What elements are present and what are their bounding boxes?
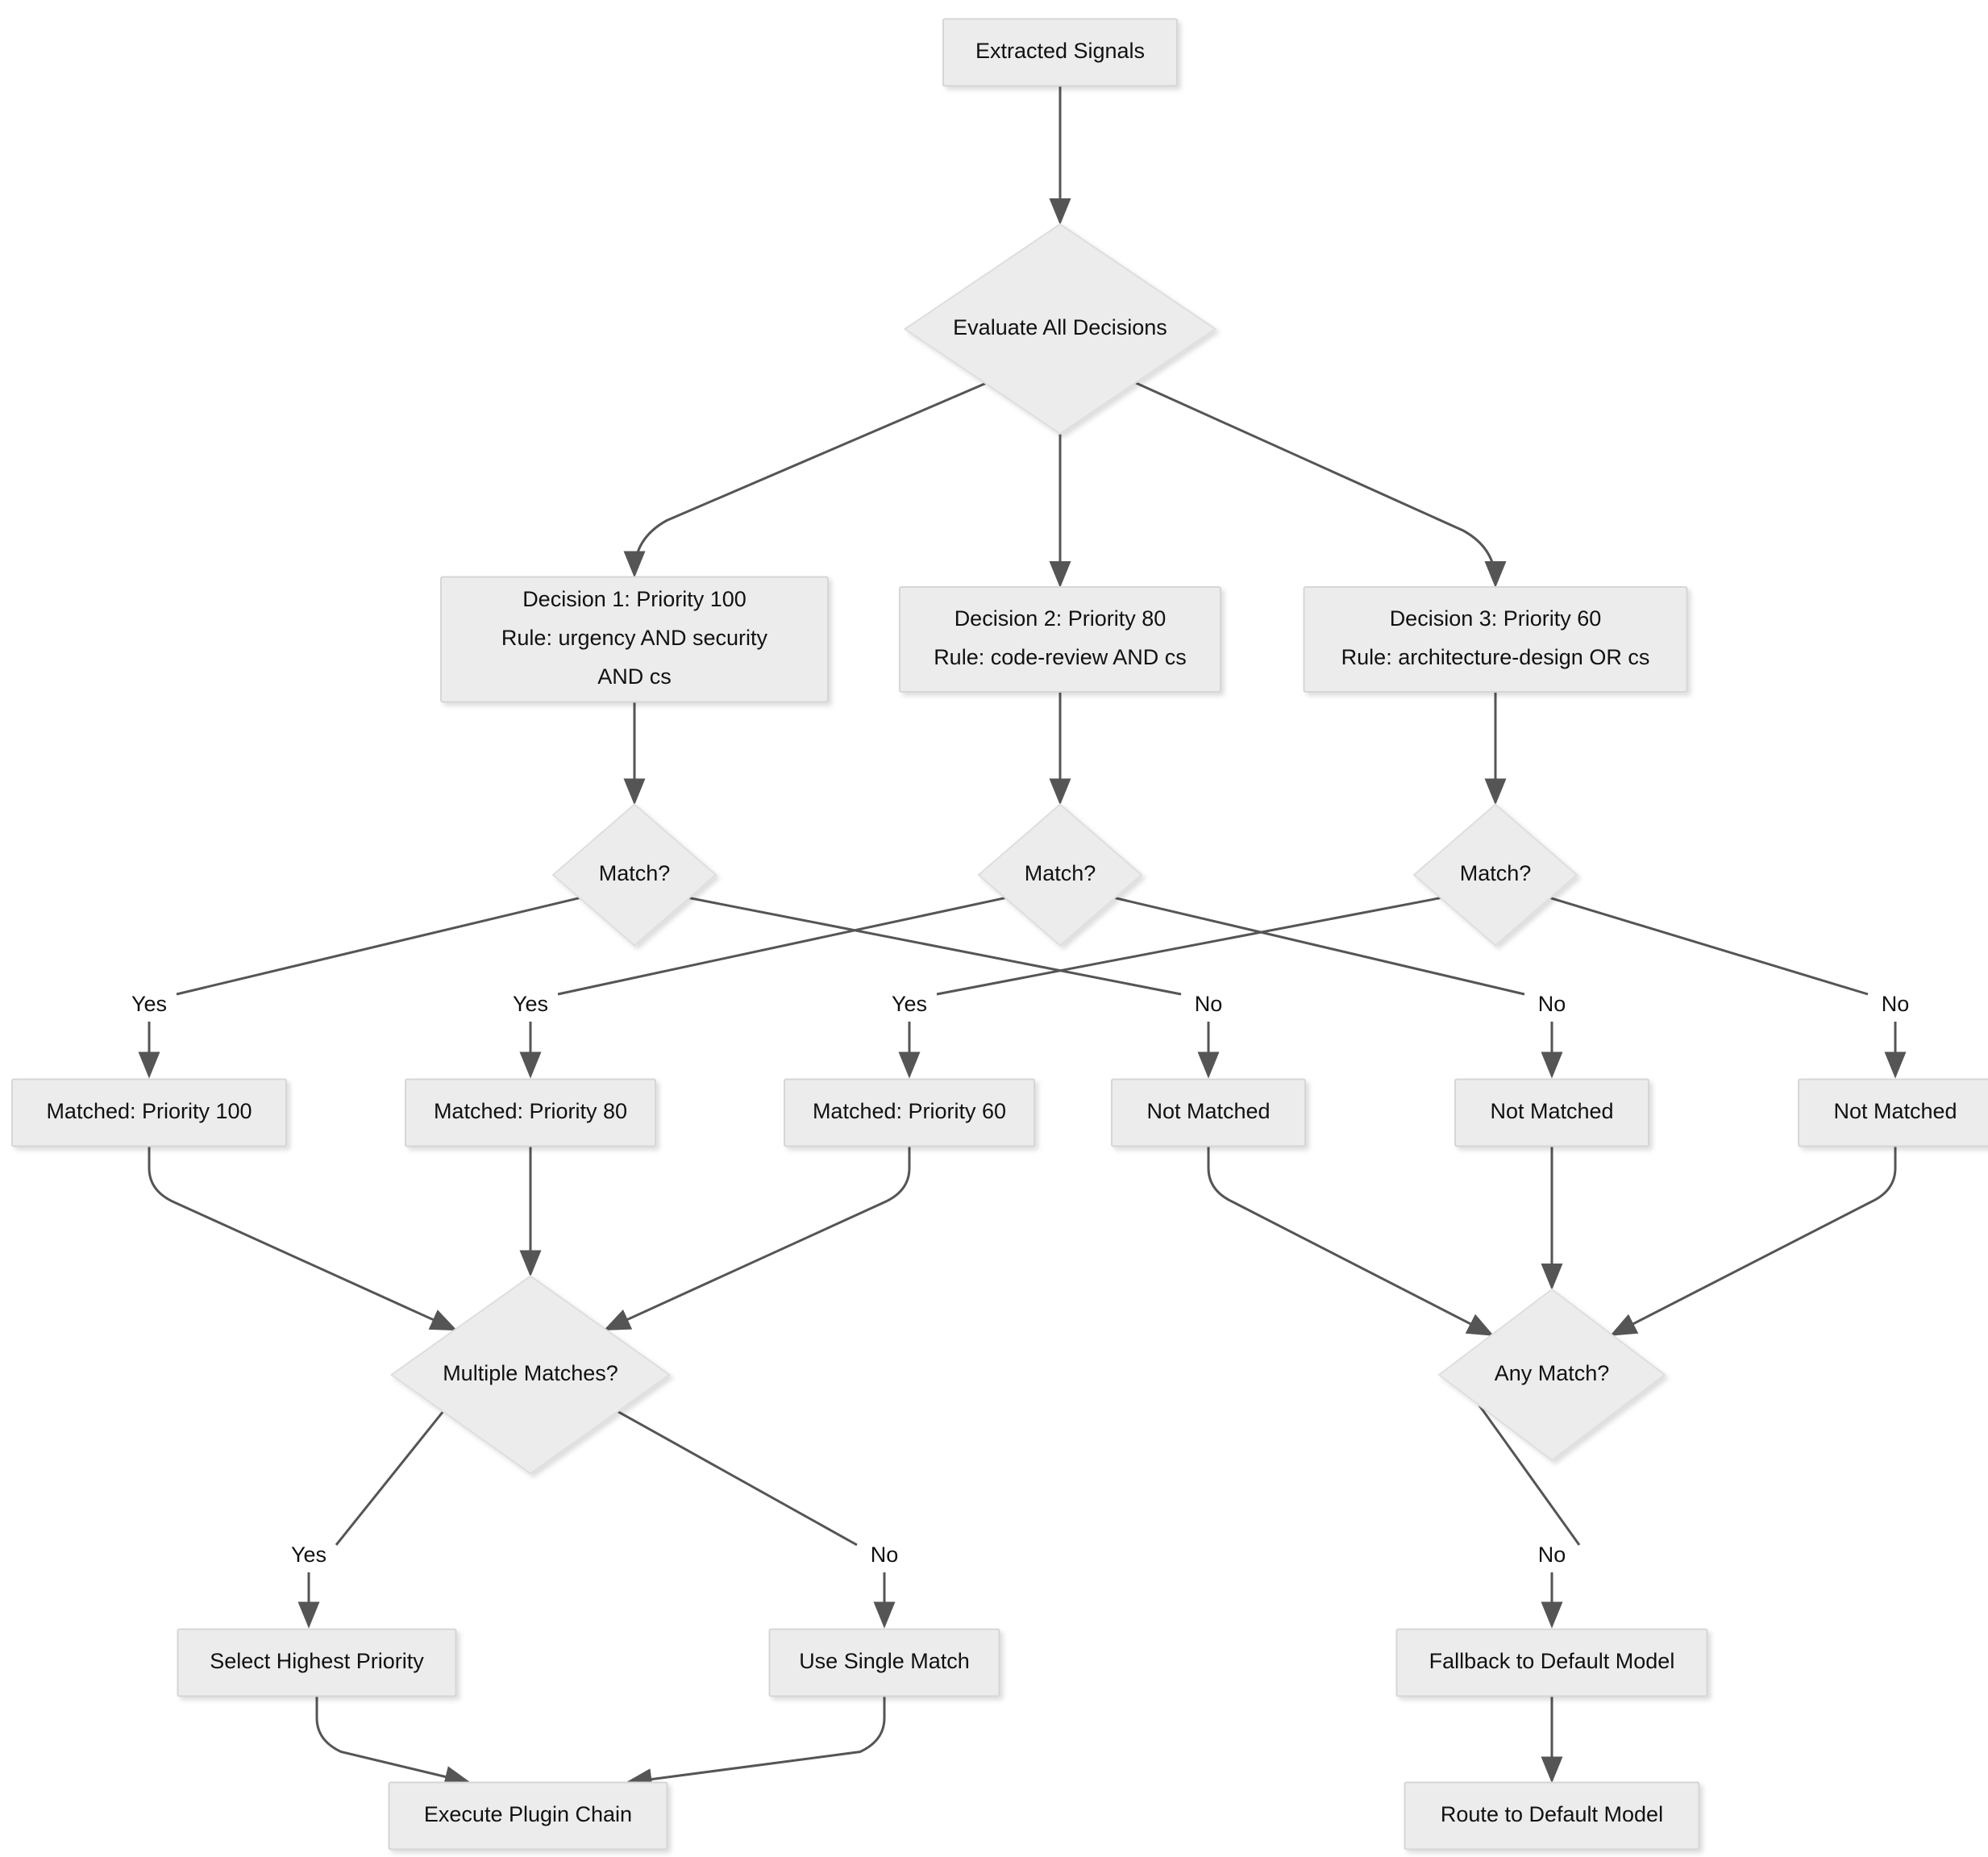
edge-label-lbl-no-5: No [1538,1543,1566,1567]
edge-label-lbl-no-4: No [871,1543,899,1567]
node-not-matched-3[interactable]: Not Matched [1798,1078,1988,1147]
edge-e-match1-no [688,897,1182,996]
node-shape-box [899,586,1221,693]
edge-e-m100-multiple [148,1146,458,1331]
node-decision-3[interactable]: Decision 3: Priority 60 Rule: architectur… [1303,586,1688,693]
node-fallback-default[interactable]: Fallback to Default Model [1395,1628,1708,1697]
edge-e-any-no [1478,1404,1581,1546]
node-shape-box [768,1628,1000,1697]
node-matched-60[interactable]: Matched: Priority 60 [784,1078,1035,1147]
edge-label-lbl-no-1: No [1195,992,1223,1016]
edge-e-match2-no [1114,897,1525,996]
node-label: Match? [599,861,671,885]
edge-e-nm3-any [1609,1146,1897,1336]
node-decision-2[interactable]: Decision 2: Priority 80 Rule: code-review… [899,586,1221,693]
node-shape-box [388,1781,668,1851]
node-label: Match? [1460,861,1532,885]
node-label: Select Highest Priority [210,1649,424,1673]
node-matched-100[interactable]: Matched: Priority 100 [11,1078,287,1147]
node-label: Decision 1: Priority 100 [522,587,747,611]
edge-label-lbl-yes-1: Yes [131,992,167,1016]
edge-e-evaluate-d3 [1135,381,1507,588]
node-shape-box [942,18,1178,87]
node-matched-80[interactable]: Matched: Priority 80 [405,1078,656,1147]
node-label: Match? [1025,861,1096,885]
edge-label-lbl-no-3: No [1882,992,1910,1016]
edges-layer [138,85,1907,1790]
node-label: Fallback to Default Model [1429,1649,1675,1673]
node-extracted-signals[interactable]: Extracted Signals [942,18,1178,87]
node-shape-diamond [551,803,717,947]
edge-e-match3-yes [936,897,1441,996]
edge-e-evaluate-d1 [623,382,987,578]
node-label: Matched: Priority 100 [46,1099,252,1123]
node-shape-box [1404,1781,1700,1851]
node-label: Not Matched [1490,1099,1613,1123]
node-label: Route to Default Model [1441,1802,1663,1826]
node-label: Matched: Priority 80 [434,1099,627,1123]
node-label: AND cs [597,664,672,689]
node-shape-diamond [977,803,1143,947]
node-label: Rule: architecture-design OR cs [1341,645,1650,669]
node-label: Decision 3: Priority 60 [1390,606,1602,631]
node-not-matched-2[interactable]: Not Matched [1454,1078,1649,1147]
node-shape-box [1303,586,1688,693]
edge-e-match2-yes [557,897,1006,996]
edge-label-lbl-yes-3: Yes [892,992,927,1016]
node-label: Matched: Priority 60 [813,1099,1006,1123]
edge-e-nm1-any [1207,1146,1495,1336]
node-label: Extracted Signals [975,39,1145,63]
node-use-single-match[interactable]: Use Single Match [768,1628,1000,1697]
node-label: Multiple Matches? [443,1361,618,1385]
node-shape-diamond [1412,803,1578,947]
node-match-2[interactable]: Match? [977,803,1143,947]
node-label: Any Match? [1495,1361,1610,1385]
node-label: Rule: code-review AND cs [934,645,1187,669]
node-multiple-matches[interactable]: Multiple Matches? [389,1275,672,1475]
node-shape-box [405,1078,656,1147]
edge-e-match3-no [1549,897,1869,996]
edge-e-m60-multiple [603,1146,911,1331]
node-select-highest[interactable]: Select Highest Priority [177,1628,457,1697]
edge-e-multiple-yes [335,1410,444,1546]
edge-label-lbl-yes-2: Yes [513,992,548,1016]
node-shape-box [1798,1078,1988,1147]
node-match-1[interactable]: Match? [551,803,717,947]
edge-e-multiple-no [617,1410,858,1547]
node-execute-plugin-chain[interactable]: Execute Plugin Chain [388,1781,668,1851]
node-shape-diamond [1437,1288,1666,1462]
edge-label-lbl-no-2: No [1538,992,1566,1016]
node-not-matched-1[interactable]: Not Matched [1111,1078,1306,1147]
node-label: Not Matched [1146,1099,1270,1123]
node-label: Not Matched [1833,1099,1957,1123]
edge-e-match1-yes [176,897,580,996]
node-shape-box [440,576,829,703]
node-label: Evaluate All Decisions [953,315,1167,339]
node-shape-box [784,1078,1035,1147]
node-shape-box [1454,1078,1649,1147]
node-shape-box [1111,1078,1306,1147]
edge-e-single-execute [625,1696,886,1790]
node-label: Decision 2: Priority 80 [954,606,1167,631]
node-route-default-model[interactable]: Route to Default Model [1404,1781,1700,1851]
node-shape-box [11,1078,287,1147]
node-label: Use Single Match [799,1649,970,1673]
node-evaluate-all[interactable]: Evaluate All Decisions [903,223,1217,435]
node-shape-diamond [903,223,1217,435]
node-label: Execute Plugin Chain [424,1802,632,1826]
node-shape-box [177,1628,457,1697]
edge-label-lbl-yes-4: Yes [291,1543,326,1567]
node-label: Rule: urgency AND security [501,626,768,650]
node-shape-box [1395,1628,1708,1697]
node-shape-diamond [389,1275,672,1475]
edge-e-select-execute [315,1696,472,1788]
node-any-match[interactable]: Any Match? [1437,1288,1666,1462]
node-match-3[interactable]: Match? [1412,803,1578,947]
